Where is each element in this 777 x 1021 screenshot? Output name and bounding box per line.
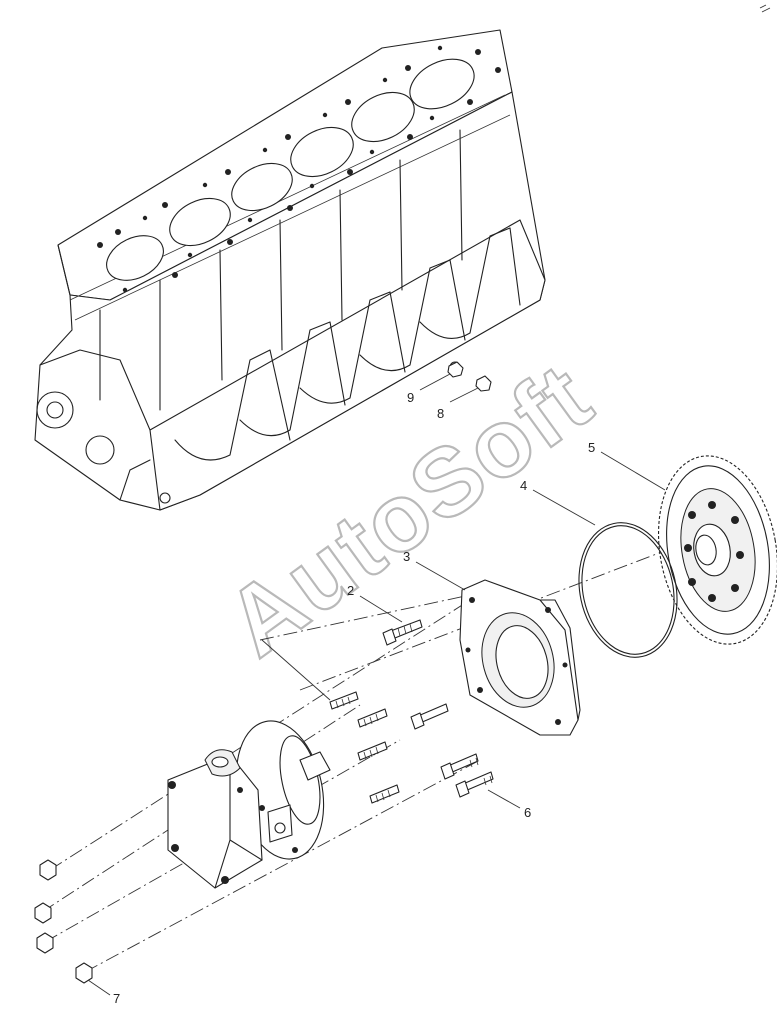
- drive-gear: [657, 455, 777, 645]
- callout-6: 6: [524, 805, 531, 820]
- callout-3: 3: [403, 549, 410, 564]
- callout-8: 8: [437, 406, 444, 421]
- callout-2: 2: [347, 583, 354, 598]
- engine-block: [34, 29, 546, 511]
- callout-7: 7: [113, 991, 120, 1006]
- adapter-plate: [459, 579, 581, 736]
- bolts-and-studs: [34, 361, 494, 984]
- callout-4: 4: [520, 478, 527, 493]
- corner-mark: [759, 4, 771, 13]
- head-bolt-holes: [97, 45, 501, 293]
- cylinder-bores: [106, 58, 475, 281]
- pump-assembly: [167, 720, 331, 889]
- callout-9: 9: [407, 390, 414, 405]
- callout-5: 5: [588, 440, 595, 455]
- o-ring-seal: [578, 522, 678, 658]
- callout-labels: 2 3 4 5 6 7 8 9: [87, 373, 666, 1006]
